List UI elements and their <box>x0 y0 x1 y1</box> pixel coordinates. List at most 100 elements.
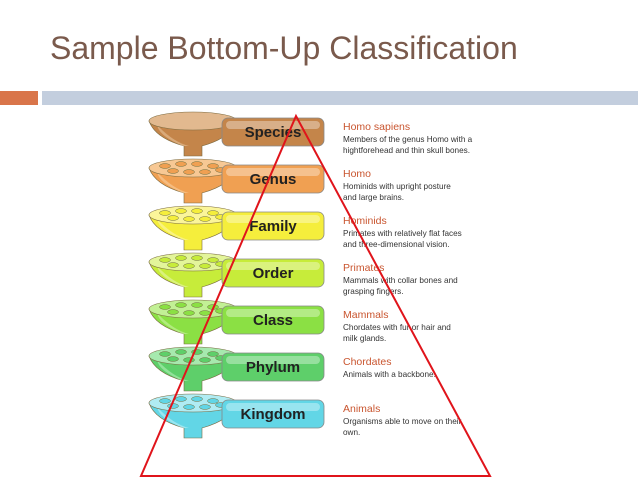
funnel-hole <box>175 349 187 355</box>
title-underline-bar <box>42 91 638 105</box>
description-line: Mammals with collar bones and <box>343 276 458 285</box>
rank-label-gloss <box>226 356 320 364</box>
description-line: hightforehead and thin skull bones. <box>343 146 470 155</box>
funnel-class <box>148 299 238 345</box>
description-line: Chordates with fur or hair and <box>343 323 451 332</box>
description-line: and three-dimensional vision. <box>343 240 450 249</box>
description-line: own. <box>343 428 360 437</box>
rank-label-text: Family <box>249 218 297 235</box>
rank-label-family: Family <box>221 211 325 241</box>
funnel-hole <box>199 310 211 316</box>
pyramid-triangle-outline <box>139 113 492 477</box>
funnel-hole <box>159 398 171 404</box>
rank-label-gloss <box>226 168 320 176</box>
funnel-hole <box>199 169 211 175</box>
funnel-hole <box>175 208 187 214</box>
funnel-hole <box>167 403 179 409</box>
funnel-hole <box>167 168 179 174</box>
description-line: Animals with a backbone. <box>343 370 436 379</box>
rank-label-species: Species <box>221 117 325 147</box>
funnel-hole <box>159 304 171 310</box>
funnel-hole <box>183 310 195 316</box>
funnel-hole <box>167 356 179 362</box>
rank-label-gloss <box>226 262 320 270</box>
rank-label-gloss <box>226 403 320 411</box>
funnel-hole <box>191 161 203 167</box>
funnel-hole <box>207 351 219 357</box>
title-accent-bar <box>0 91 38 105</box>
funnel-hole <box>199 404 211 410</box>
description-line: grasping fingers. <box>343 287 404 296</box>
rank-label-box <box>221 117 325 147</box>
description-title: Homo sapiens <box>343 121 410 133</box>
funnel-species <box>148 111 238 157</box>
rank-label-genus: Genus <box>221 164 325 194</box>
funnel-hole <box>159 163 171 169</box>
rank-label-box <box>221 164 325 194</box>
description-title: Homo <box>343 168 371 180</box>
description-line: milk glands. <box>343 334 386 343</box>
rank-label-box <box>221 211 325 241</box>
rank-label-class: Class <box>221 305 325 335</box>
rank-label-text: Kingdom <box>241 406 306 423</box>
funnel-hole <box>183 357 195 363</box>
funnel-hole <box>175 396 187 402</box>
description-line: Members of the genus Homo with a <box>343 135 473 144</box>
slide-title: Sample Bottom-Up Classification <box>50 30 518 66</box>
funnel-hole <box>167 215 179 221</box>
funnel-hole <box>175 255 187 261</box>
funnel-hole <box>159 257 171 263</box>
rank-label-gloss <box>226 121 320 129</box>
rank-label-text: Phylum <box>246 359 300 376</box>
funnel-stack <box>148 111 238 439</box>
funnel-family <box>148 205 238 251</box>
rank-label-text: Order <box>253 265 294 282</box>
funnel-hole <box>191 255 203 261</box>
rank-label-gloss <box>226 215 320 223</box>
funnel-hole <box>191 396 203 402</box>
description-line: Hominids with upright posture <box>343 182 451 191</box>
rank-label-box <box>221 258 325 288</box>
rank-label-text: Genus <box>250 171 297 188</box>
funnel-hole <box>167 309 179 315</box>
rank-label-kingdom: Kingdom <box>221 399 325 429</box>
funnel-hole <box>191 208 203 214</box>
funnel-hole <box>183 169 195 175</box>
funnel-hole <box>199 357 211 363</box>
funnel-hole <box>191 302 203 308</box>
funnel-hole <box>159 351 171 357</box>
rank-label-order: Order <box>221 258 325 288</box>
funnel-hole <box>175 302 187 308</box>
description-title: Animals <box>343 403 380 415</box>
rank-label-box <box>221 305 325 335</box>
funnel-hole <box>183 263 195 269</box>
funnel-hole <box>175 161 187 167</box>
rank-label-gloss <box>226 309 320 317</box>
funnel-hole <box>199 216 211 222</box>
funnel-hole <box>207 398 219 404</box>
description-line: and large brains. <box>343 193 404 202</box>
funnel-hole <box>167 262 179 268</box>
funnel-hole <box>199 263 211 269</box>
description-title: Primates <box>343 262 384 274</box>
funnel-hole <box>159 210 171 216</box>
description-line: Primates with relatively flat faces <box>343 229 462 238</box>
rank-label-box <box>221 352 325 382</box>
rank-label-text: Class <box>253 312 293 329</box>
description-title: Chordates <box>343 356 391 368</box>
rank-label-box <box>221 399 325 429</box>
rank-label-phylum: Phylum <box>221 352 325 382</box>
funnel-hole <box>183 404 195 410</box>
description-title: Mammals <box>343 309 389 321</box>
funnel-hole <box>207 257 219 263</box>
rank-label-column: SpeciesGenusFamilyOrderClassPhylumKingdo… <box>221 117 325 429</box>
description-line: Organisms able to move on their <box>343 417 462 426</box>
